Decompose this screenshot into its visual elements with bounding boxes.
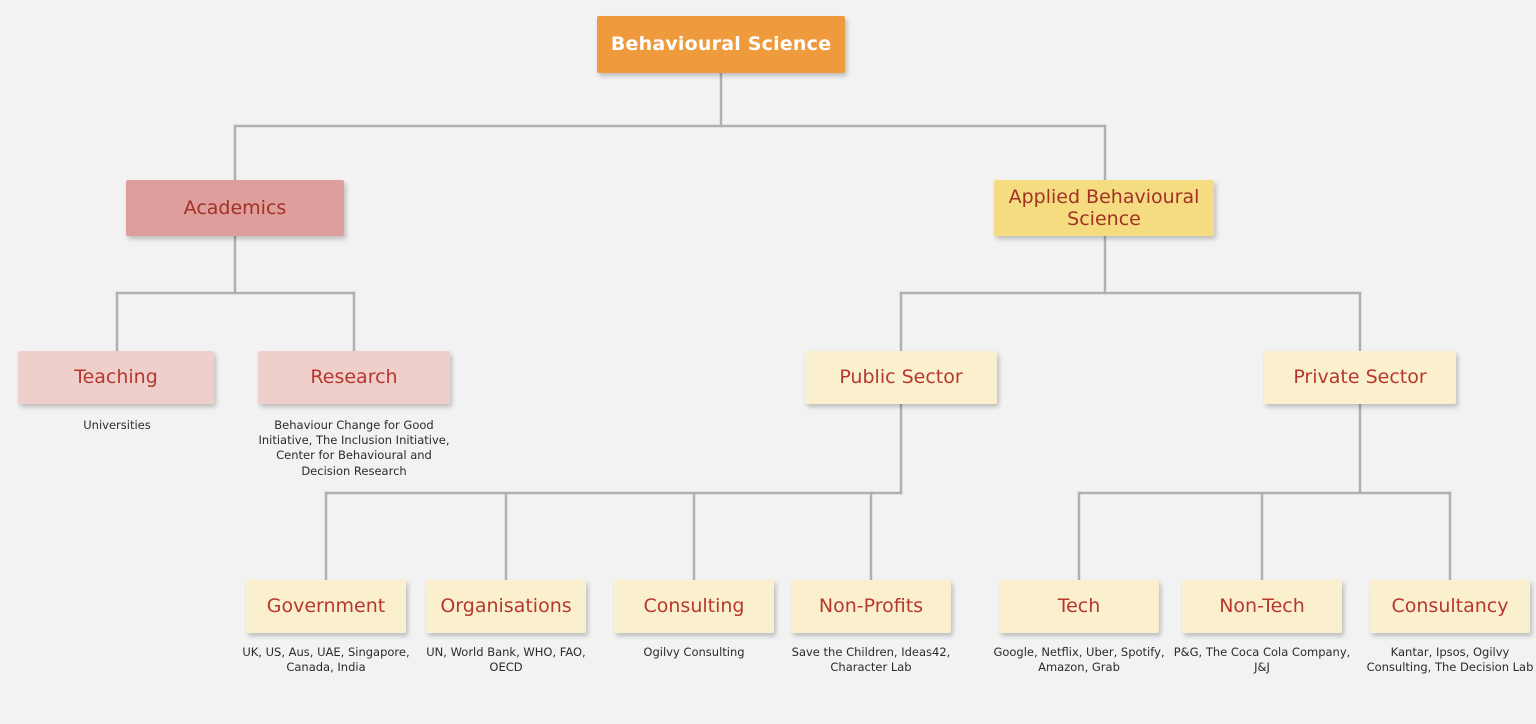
caption-government: UK, US, Aus, UAE, Singapore, Canada, Ind… <box>242 645 410 675</box>
node-teaching[interactable]: Teaching <box>18 351 214 404</box>
node-consulting[interactable]: Consulting <box>614 580 774 633</box>
node-academics[interactable]: Academics <box>126 180 344 236</box>
node-consultancy[interactable]: Consultancy <box>1370 580 1530 633</box>
node-tech[interactable]: Tech <box>999 580 1159 633</box>
caption-non-profits: Save the Children, Ideas42, Character La… <box>791 645 951 675</box>
caption-non-tech: P&G, The Coca Cola Company, J&J <box>1173 645 1351 675</box>
caption-teaching: Universities <box>83 418 151 432</box>
node-non-tech[interactable]: Non-Tech <box>1182 580 1342 633</box>
node-organisations[interactable]: Organisations <box>426 580 586 633</box>
node-government[interactable]: Government <box>246 580 406 633</box>
caption-consultancy: Kantar, Ipsos, Ogilvy Consulting, The De… <box>1366 645 1534 675</box>
node-behavioural-science[interactable]: Behavioural Science <box>597 16 845 73</box>
node-applied-behavioural-science[interactable]: Applied Behavioural Science <box>994 180 1214 236</box>
caption-organisations: UN, World Bank, WHO, FAO, OECD <box>426 645 586 675</box>
node-public-sector[interactable]: Public Sector <box>805 351 997 404</box>
node-research[interactable]: Research <box>258 351 450 404</box>
node-private-sector[interactable]: Private Sector <box>1264 351 1456 404</box>
caption-consulting: Ogilvy Consulting <box>643 645 745 659</box>
caption-research: Behaviour Change for Good Initiative, Th… <box>258 418 450 478</box>
node-non-profits[interactable]: Non-Profits <box>791 580 951 633</box>
caption-tech: Google, Netflix, Uber, Spotify, Amazon, … <box>993 645 1165 675</box>
